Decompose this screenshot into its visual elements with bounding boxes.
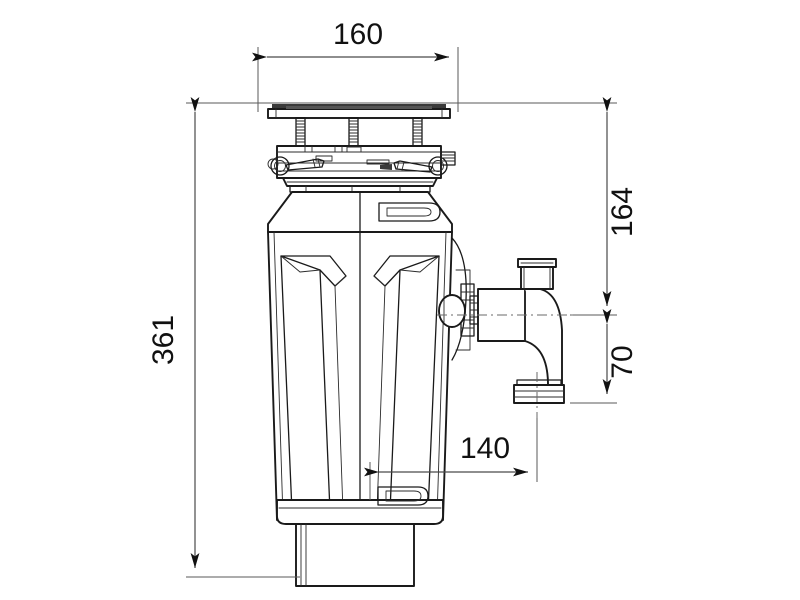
discharge-elbow — [477, 258, 565, 418]
suspension-bolts — [295, 117, 423, 147]
clamp-screw-right — [380, 156, 448, 176]
dimension-164: 164 — [570, 97, 639, 316]
dimension-140: 140 — [364, 418, 538, 500]
dimension-70: 70 — [570, 309, 639, 404]
motor-shroud-bottom — [295, 523, 415, 587]
dimension-361-label: 361 — [147, 315, 180, 365]
clamp-screw-left — [267, 156, 325, 176]
mounting-ring-assembly — [267, 145, 456, 179]
sink-flange — [267, 104, 451, 119]
outlet-flange — [438, 237, 479, 361]
dimension-140-label: 140 — [460, 432, 510, 465]
grinding-chamber-body — [267, 191, 453, 532]
dimension-160-label: 160 — [333, 18, 383, 51]
reset-recess-upper — [378, 202, 441, 222]
vent-stub — [517, 258, 557, 290]
disposer-geometry — [267, 104, 565, 587]
dimension-70-label: 70 — [606, 345, 639, 378]
body-rib-left — [280, 255, 347, 513]
dimension-164-label: 164 — [606, 187, 639, 237]
dimension-160: 160 — [252, 18, 459, 112]
reset-recess-lower — [377, 486, 429, 506]
gasket-spacer — [282, 177, 438, 193]
dimension-361: 361 — [147, 97, 200, 568]
dimension-layer: 160 361 164 70 140 — [147, 18, 639, 578]
